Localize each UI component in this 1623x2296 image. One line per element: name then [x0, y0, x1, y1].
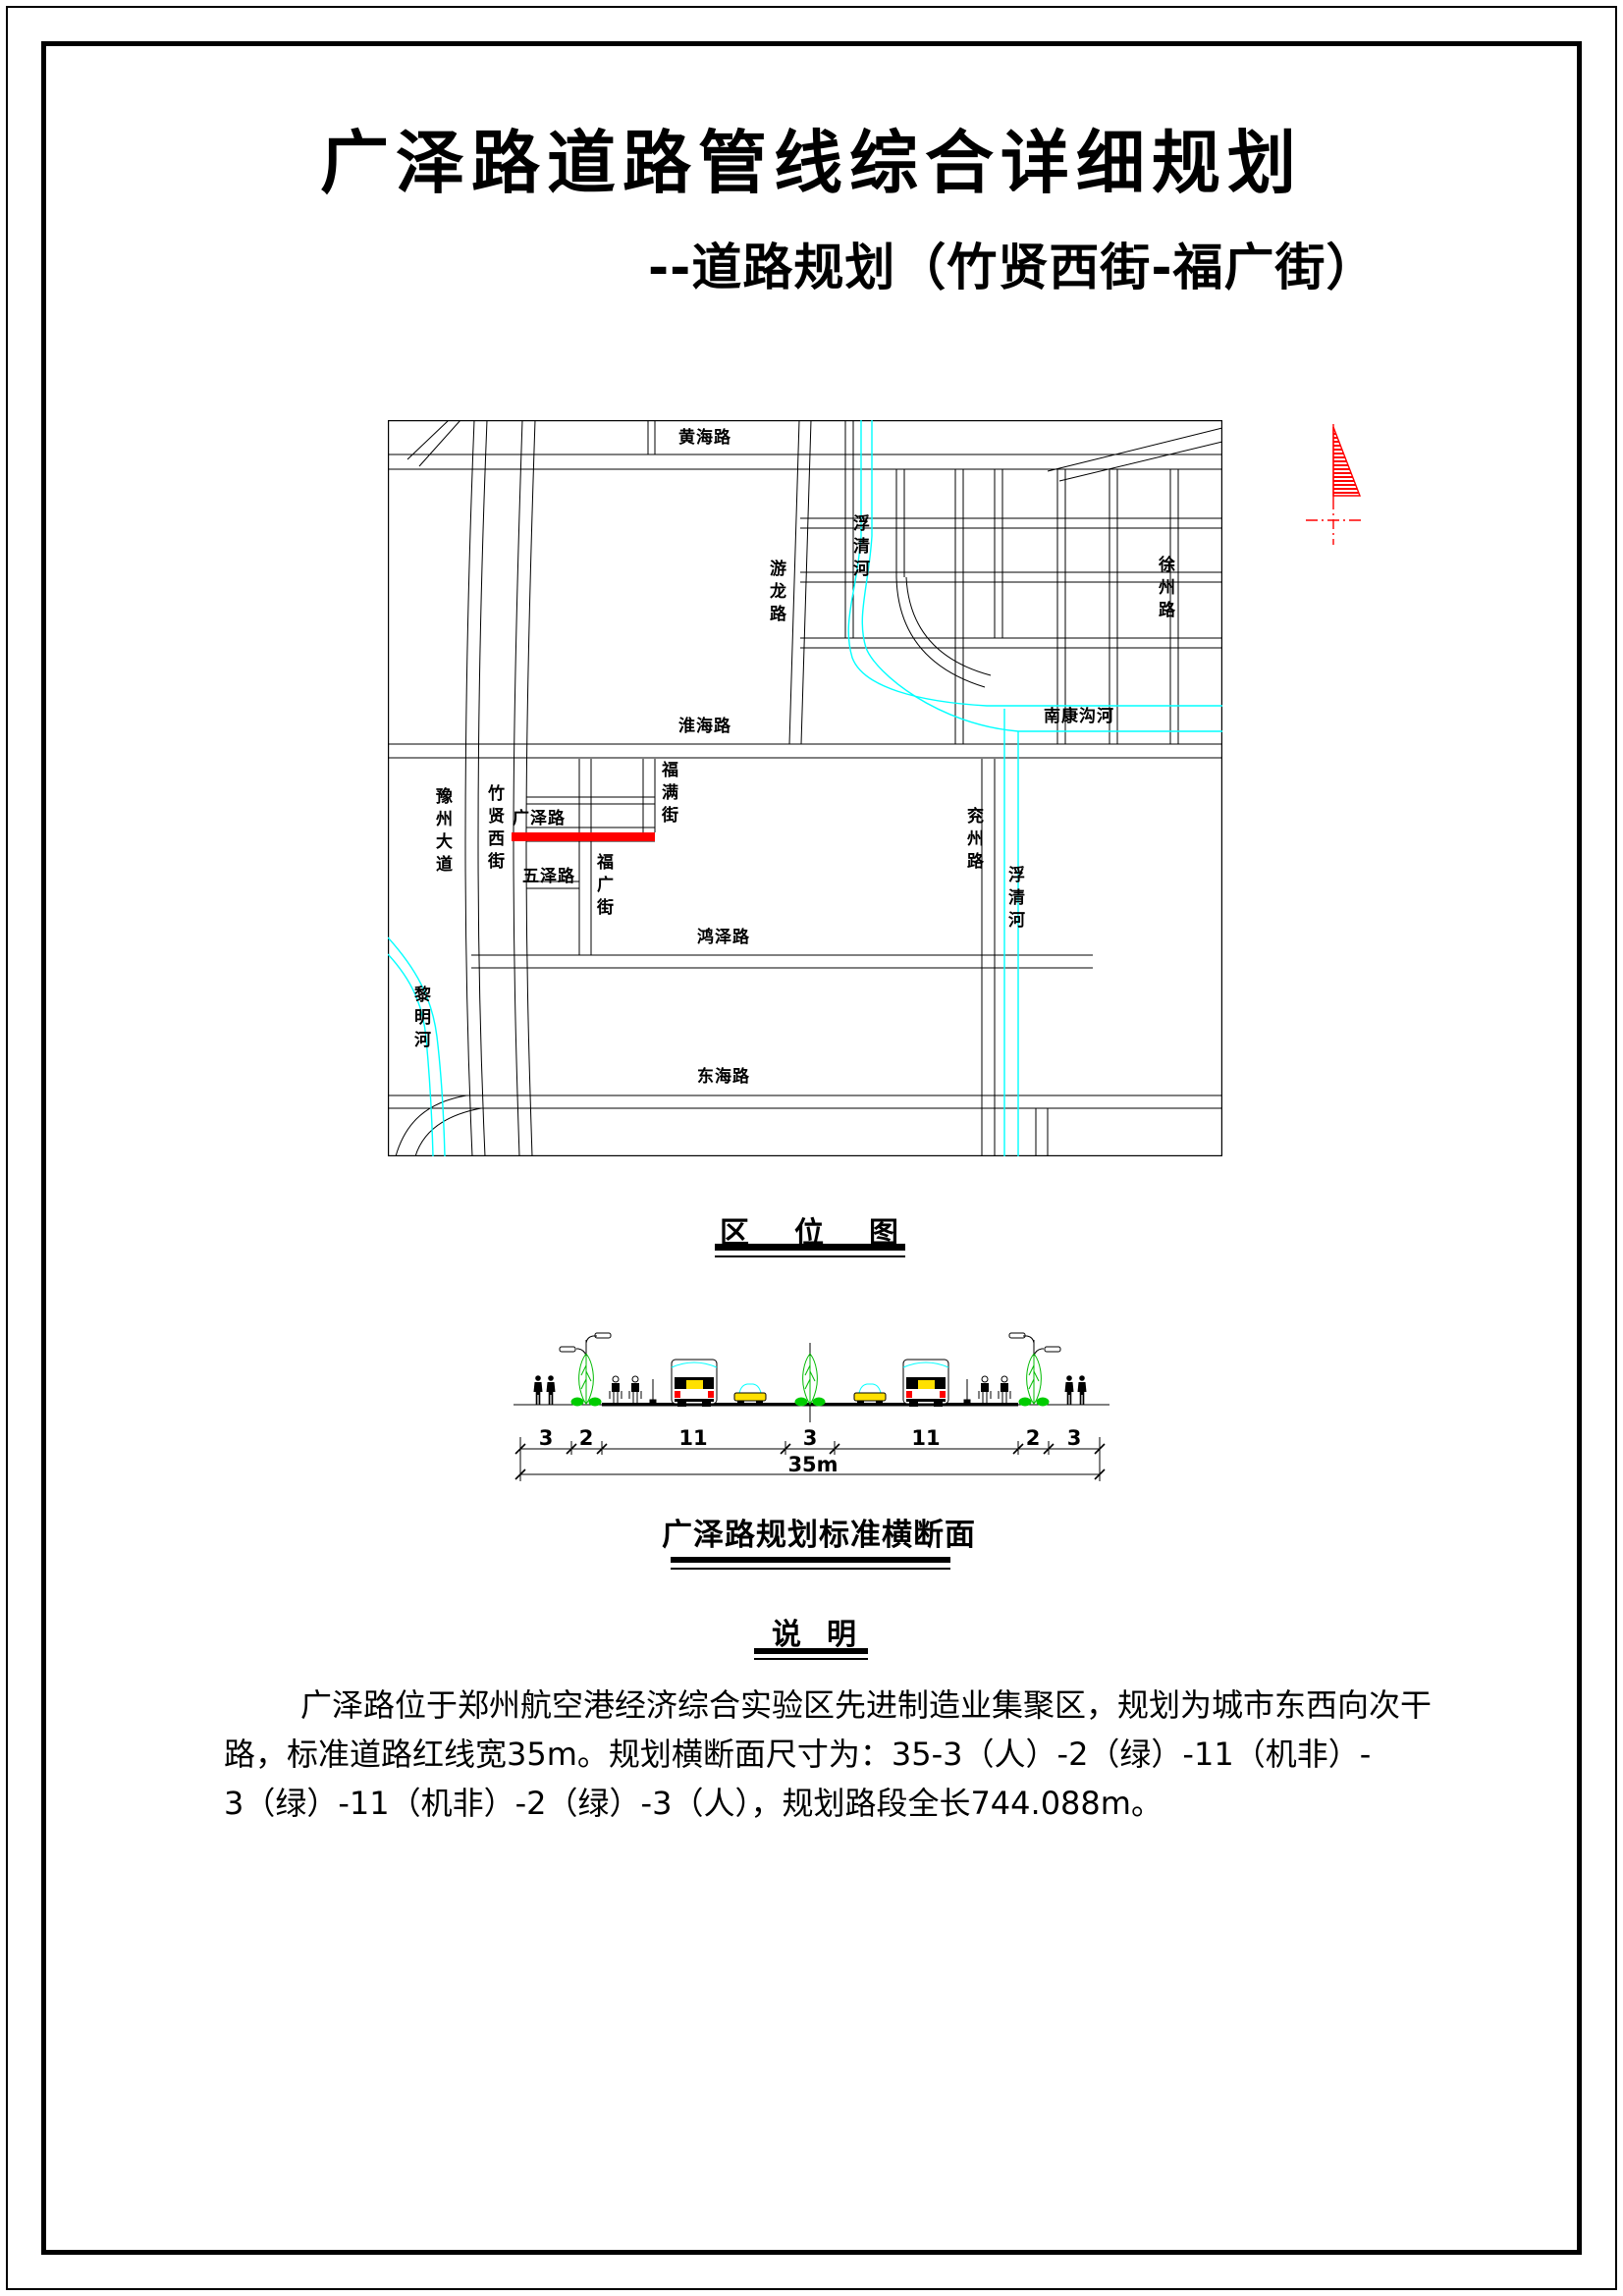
location-map-canvas	[388, 420, 1222, 1156]
dim-label: 3	[1067, 1426, 1082, 1450]
map-label-wuze-road: 五泽路	[522, 867, 575, 886]
dimension-labels: 3 2 11 3 11 2 3 35m	[539, 1426, 1082, 1476]
dim-label: 2	[579, 1426, 594, 1450]
location-map: 黄海路 游龙路 浮清河 徐州路 淮海路 南康沟河 福满街 竹贤西街 广泽路 豫州…	[388, 420, 1222, 1156]
map-label-fuqing-river-upper: 浮清河	[849, 514, 869, 582]
sheet-border-inner	[41, 41, 1582, 2255]
map-caption-underline-thin	[715, 1255, 905, 1257]
map-label-nankanggou-river: 南康沟河	[1044, 707, 1114, 726]
bus-icon	[671, 1359, 718, 1408]
map-label-guangze-road: 广泽路	[513, 809, 566, 828]
cyclist-icon	[978, 1375, 992, 1406]
dimension-lines	[514, 1437, 1106, 1481]
dim-label: 3	[539, 1426, 554, 1450]
pedestrian-icon	[546, 1375, 556, 1405]
page-title: 广泽路道路管线综合详细规划	[320, 123, 1303, 203]
map-label-donghai-road: 东海路	[697, 1067, 750, 1087]
notes-line: 3（绿）-11（机非）-2（绿）-3（人），规划路段全长744.088m。	[224, 1785, 1163, 1822]
page-subtitle: --道路规划（竹贤西街-福广街）	[648, 240, 1378, 297]
dim-label: 11	[911, 1426, 940, 1450]
notes-line: 广泽路位于郑州航空港经济综合实验区先进制造业集聚区，规划为城市东西向次干	[300, 1686, 1433, 1724]
sign-post-icon	[649, 1378, 657, 1406]
tree-icon	[794, 1353, 826, 1407]
cross-section-underline-thick	[671, 1557, 950, 1563]
map-label-hongze-road: 鸿泽路	[697, 928, 750, 947]
street-lamp-icon	[1008, 1332, 1061, 1406]
dim-total-label: 35m	[787, 1453, 838, 1476]
notes-paragraph: 广泽路位于郑州航空港经济综合实验区先进制造业集聚区，规划为城市东西向次干 路，标…	[224, 1681, 1451, 1828]
cross-section-diagram: 3 2 11 3 11 2 3 35m	[514, 1332, 1109, 1481]
map-label-fuguang-street: 福广街	[593, 853, 613, 921]
sheet-border-outer	[6, 6, 1617, 2290]
guangze-road-highlight	[512, 832, 655, 841]
map-label-yuzhou-avenue: 豫州大道	[432, 787, 452, 878]
cross-section-caption: 广泽路规划标准横断面	[662, 1518, 976, 1553]
map-caption-underline-thick	[715, 1244, 905, 1251]
pedestrian-icon	[1064, 1375, 1074, 1405]
car-icon	[853, 1383, 887, 1407]
dim-label: 11	[678, 1426, 707, 1450]
map-label-huanghai-road: 黄海路	[678, 428, 731, 448]
notes-line: 路，标准道路红线宽35m。规划横断面尺寸为：35-3（人）-2（绿）-11（机非…	[224, 1735, 1372, 1773]
cyclist-icon	[609, 1375, 622, 1406]
river-lines	[388, 420, 1222, 1156]
dim-label: 3	[803, 1426, 818, 1450]
map-label-youlong-road: 游龙路	[766, 560, 785, 627]
pedestrian-icon	[1077, 1375, 1087, 1405]
map-label-zhuxian-west-street: 竹贤西街	[484, 784, 504, 875]
sign-post-icon	[963, 1378, 971, 1406]
notes-underline-thick	[754, 1648, 868, 1654]
north-arrow-icon	[1306, 424, 1362, 545]
notes-underline-thin	[754, 1658, 868, 1660]
map-label-fuqing-river-lower: 浮清河	[1004, 866, 1024, 934]
car-icon	[733, 1383, 767, 1407]
tree-icon	[1018, 1353, 1050, 1407]
notes-heading: 说明	[772, 1618, 882, 1652]
street-lamp-icon	[559, 1332, 612, 1406]
map-label-yanzhou-road: 兖州路	[963, 807, 983, 875]
map-label-fuman-street: 福满街	[658, 761, 677, 828]
cross-section-underline-thin	[671, 1568, 950, 1570]
map-label-huaihai-road: 淮海路	[678, 717, 731, 736]
pedestrian-icon	[533, 1375, 543, 1405]
road-network	[388, 420, 1222, 1156]
tree-icon	[570, 1353, 602, 1407]
map-label-xuzhou-road: 徐州路	[1155, 556, 1174, 623]
dim-label: 2	[1026, 1426, 1041, 1450]
cyclist-icon	[998, 1375, 1011, 1406]
cyclist-icon	[628, 1375, 642, 1406]
bus-icon	[902, 1359, 949, 1408]
map-label-liming-river: 黎明河	[410, 986, 430, 1053]
